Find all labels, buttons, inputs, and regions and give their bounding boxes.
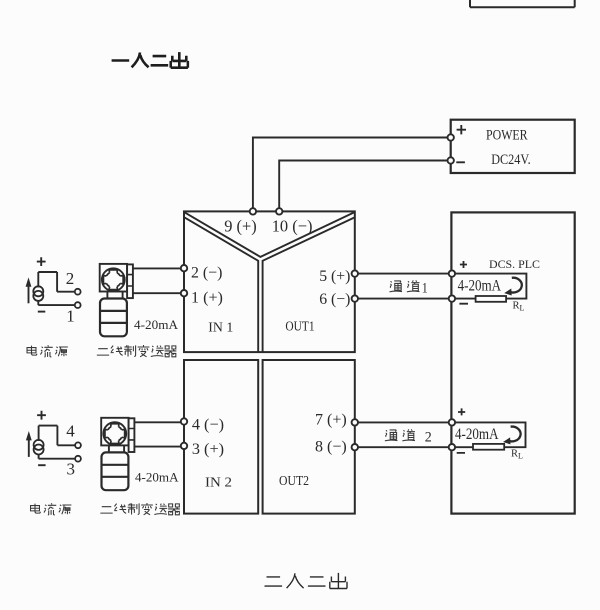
svg-text:10 (−): 10 (−) [272, 217, 313, 236]
svg-text:1: 1 [422, 281, 428, 297]
svg-text:DCS. PLC: DCS. PLC [489, 257, 540, 271]
svg-text:R: R [511, 449, 518, 460]
svg-text:POWER: POWER [486, 128, 528, 144]
svg-text:OUT2: OUT2 [279, 474, 309, 489]
svg-text:1: 1 [66, 306, 75, 325]
svg-text:2: 2 [66, 269, 75, 288]
svg-text:4 (−): 4 (−) [192, 416, 224, 433]
svg-text:4-20mA: 4-20mA [134, 318, 178, 332]
svg-text:5 (+): 5 (+) [319, 268, 350, 285]
svg-text:L: L [520, 304, 525, 313]
svg-text:3 (+): 3 (+) [192, 441, 224, 458]
svg-text:L: L [518, 452, 523, 461]
svg-text:DC24V.: DC24V. [491, 152, 531, 168]
svg-text:7 (+): 7 (+) [315, 412, 347, 429]
svg-text:4-20mA: 4-20mA [455, 426, 499, 443]
svg-text:4-20mA: 4-20mA [458, 277, 502, 294]
svg-text:8 (−): 8 (−) [315, 439, 347, 456]
svg-text:R: R [513, 301, 520, 312]
svg-text:2: 2 [425, 430, 432, 446]
svg-text:2 (−): 2 (−) [191, 264, 222, 281]
svg-text:IN 1: IN 1 [208, 320, 233, 335]
svg-text:4: 4 [66, 422, 75, 441]
svg-text:3: 3 [67, 460, 76, 479]
svg-text:1 (+): 1 (+) [191, 290, 223, 307]
svg-text:9 (+): 9 (+) [224, 217, 257, 236]
svg-text:IN 2: IN 2 [205, 476, 232, 491]
svg-text:OUT1: OUT1 [285, 319, 314, 334]
svg-text:4-20mA: 4-20mA [135, 471, 179, 485]
svg-text:6 (−): 6 (−) [319, 291, 350, 308]
